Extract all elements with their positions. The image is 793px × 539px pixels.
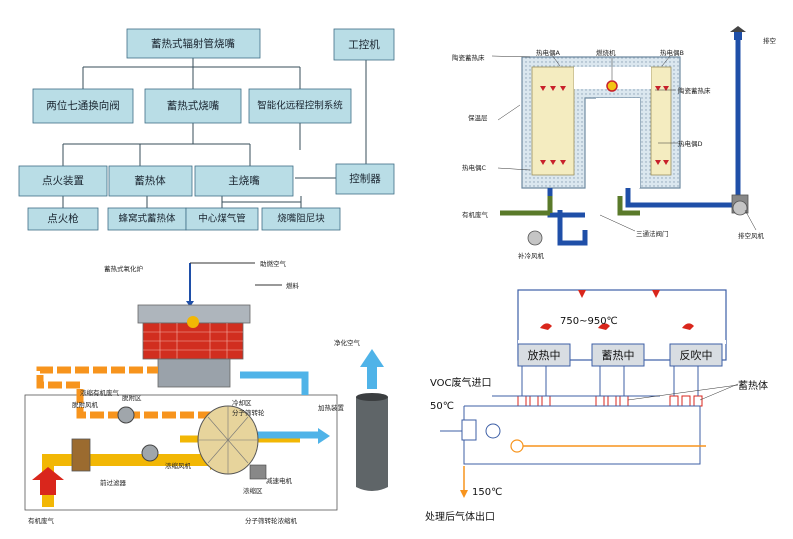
clean-air-duct (240, 371, 309, 395)
three-chamber-rto-diagram: 放热中 蓄热中 反吹中 750~950℃ VOC废气进口 50℃ 蓄热体 150… (425, 289, 768, 523)
rto-furnace (137, 304, 251, 388)
inlet-filter (461, 419, 477, 441)
label-rto: 蓄热式氧化炉 (104, 264, 144, 273)
label-desorb-zone: 脱附区 (122, 393, 142, 402)
conc-fan-icon (141, 444, 159, 462)
label-organic-gas: 有机废气 (462, 210, 489, 219)
label-tc-b: 热电偶B (660, 48, 684, 57)
label-concentrator: 分子筛转轮浓缩机 (245, 516, 298, 525)
label-ceramic-right: 陶瓷蓄热床 (678, 86, 711, 95)
label-reducer: 减速电机 (266, 476, 293, 485)
label-conc-zone: 浓缩区 (243, 486, 263, 495)
vent-cap (730, 26, 746, 32)
q2-leader-lines (491, 54, 757, 232)
label-supp-fan: 补冷风机 (518, 251, 545, 260)
svg-text:蓄热式辐射管烧嘴: 蓄热式辐射管烧嘴 (151, 37, 235, 50)
svg-text:点火枪: 点火枪 (47, 212, 79, 225)
label-cool-zone: 冷却区 (232, 398, 252, 407)
flame-icons (540, 290, 694, 330)
label-exhaust-fan: 排空风机 (738, 231, 765, 240)
chimney (356, 349, 388, 491)
label-temp-high: 750~950℃ (560, 316, 618, 327)
node-smart-control: 智能化远程控制系统 (248, 88, 352, 124)
node-center-gas: 中心煤气管 (185, 207, 259, 231)
label-conc-gas: 浓缩有机废气 (80, 388, 120, 397)
label-tc-a: 热电偶A (536, 48, 561, 57)
left-bed (531, 66, 575, 176)
reducer-motor-icon (249, 464, 267, 480)
node-root: 蓄热式辐射管烧嘴 (126, 28, 261, 59)
label-voc-in: VOC废气进口 (430, 376, 492, 389)
right-bed (650, 66, 672, 176)
zeolite-rotor (197, 405, 259, 475)
label-fuel: 燃料 (286, 281, 300, 290)
node-main-burner: 主烧嘴 (194, 165, 294, 197)
svg-text:两位七通换向阀: 两位七通换向阀 (46, 99, 120, 112)
label-burner: 燃烧机 (596, 48, 616, 57)
svg-text:中心煤气管: 中心煤气管 (198, 213, 246, 225)
svg-text:智能化远程控制系统: 智能化远程控制系统 (257, 100, 343, 112)
supplement-fan-icon (527, 230, 543, 246)
process-frame (24, 394, 338, 511)
chamber-gap (574, 67, 651, 89)
label-insulation: 保温层 (468, 113, 488, 122)
label-ceramic-left: 陶瓷蓄热床 (452, 53, 485, 62)
label-desorb-fan: 脱附风机 (72, 400, 99, 409)
chamber-store: 蓄热中 (591, 343, 645, 367)
node-gun: 点火枪 (27, 207, 99, 231)
node-regen: 蓄热体 (108, 165, 193, 197)
burner-icon (606, 80, 618, 92)
label-conc-fan: 浓缩风机 (165, 461, 192, 470)
svg-text:烧嘴阻尼块: 烧嘴阻尼块 (277, 213, 325, 225)
label-tc-d: 热电偶D (678, 139, 703, 148)
chamber-release: 放热中 (517, 343, 571, 367)
node-ignition: 点火装置 (18, 165, 108, 197)
inlet-fan-icon (485, 423, 501, 439)
label-organic-in: 有机废气 (28, 516, 55, 525)
desorb-fan-icon (117, 406, 135, 424)
svg-text:蓄热式烧嘴: 蓄热式烧嘴 (167, 99, 220, 112)
svg-text:放热中: 放热中 (528, 348, 561, 362)
label-prefilter: 前过滤器 (100, 478, 127, 487)
node-controller: 控制器 (335, 163, 395, 195)
green-duct (500, 196, 640, 216)
label-outlet: 处理后气体出口 (425, 510, 495, 523)
svg-text:点火装置: 点火装置 (42, 174, 84, 187)
node-ipc: 工控机 (333, 28, 395, 61)
svg-text:工控机: 工控机 (348, 38, 380, 51)
svg-text:蓄热中: 蓄热中 (602, 349, 635, 362)
label-temp-in: 50℃ (430, 401, 454, 412)
label-aux-air: 助燃空气 (260, 259, 287, 268)
chamber-purge: 反吹中 (669, 343, 723, 367)
node-damper: 烧嘴阻尼块 (261, 207, 341, 231)
tree-connectors (62, 58, 367, 208)
node-honeycomb: 蜂窝式蓄热体 (107, 207, 187, 231)
label-heater: 加热装置 (318, 403, 345, 412)
exhaust-fan-icon (732, 200, 748, 216)
svg-text:蜂窝式蓄热体: 蜂窝式蓄热体 (118, 213, 176, 225)
rotor-concentrator-diagram: 蓄热式氧化炉 助燃空气 燃料 净化空气 浓缩有机废气 脱附风机 脱附区 冷却区 … (24, 259, 388, 525)
label-sieve-wheel: 分子筛转轮 (232, 408, 265, 417)
hot-arrows (540, 86, 669, 165)
label-regen-body: 蓄热体 (738, 379, 768, 392)
svg-text:反吹中: 反吹中 (680, 349, 713, 362)
label-temp-out: 150℃ (472, 487, 502, 498)
label-three-way: 三通法阀门 (636, 229, 669, 238)
node-valve: 两位七通换向阀 (32, 88, 134, 124)
label-exhaust-top: 排空 (763, 36, 777, 45)
rto-chamber-diagram: 排空 陶瓷蓄热床 热电偶A 燃烧机 热电偶B 陶瓷蓄热床 保温层 热电偶D 热电… (452, 26, 777, 260)
svg-text:主烧嘴: 主烧嘴 (228, 174, 260, 187)
label-clean-air: 净化空气 (334, 338, 361, 347)
label-tc-c: 热电偶C (462, 163, 487, 172)
inlet-arrow (32, 467, 64, 495)
regen-valves (517, 395, 703, 407)
q4-pipes (463, 366, 701, 465)
svg-text:控制器: 控制器 (349, 172, 381, 185)
svg-text:蓄热体: 蓄热体 (134, 174, 166, 187)
tree-diagram: 蓄热式辐射管烧嘴 工控机 两位七通换向阀 蓄热式烧嘴 智能化远程控制系统 点火装… (18, 28, 395, 231)
node-burner: 蓄热式烧嘴 (144, 88, 242, 124)
prefilter-icon (71, 438, 91, 472)
